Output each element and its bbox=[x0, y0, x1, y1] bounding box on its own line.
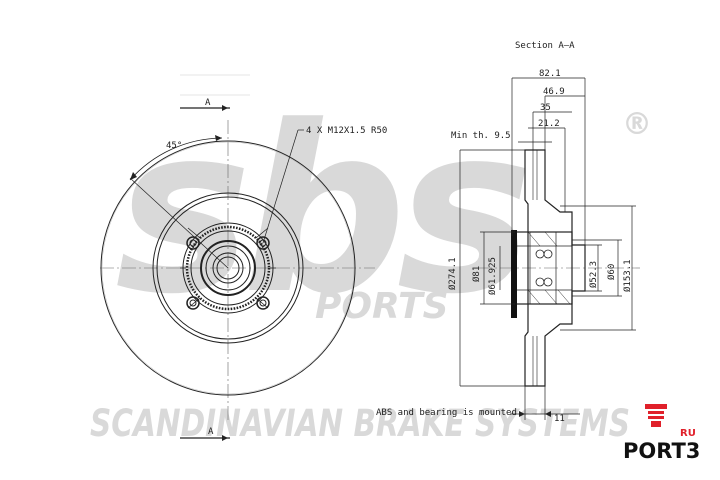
dim-52-3: Ø52.3 bbox=[588, 261, 599, 288]
angle-arc bbox=[129, 137, 223, 181]
sbs-watermark-sub: PORTS bbox=[315, 286, 449, 327]
thread-label: 4 X M12X1.5 R50 bbox=[306, 126, 387, 136]
dim-60: Ø60 bbox=[606, 264, 617, 280]
bearing-race bbox=[205, 245, 251, 291]
dim-21-2: 21.2 bbox=[538, 119, 560, 129]
dim-11: 11 bbox=[554, 414, 565, 424]
bolt-hole bbox=[186, 236, 200, 250]
dim-46-9: 46.9 bbox=[543, 87, 565, 97]
bolt-holes bbox=[186, 236, 270, 310]
abs-ring-inner bbox=[190, 230, 266, 306]
bolt-hole-inner bbox=[259, 299, 267, 307]
angle-leg-diag bbox=[129, 177, 229, 269]
bolt-hole bbox=[186, 296, 200, 310]
angle-arrowhead bbox=[130, 172, 137, 180]
port3-logo: PORT3 RU bbox=[623, 404, 700, 463]
abs-ring-section bbox=[511, 230, 517, 318]
bearing-bore bbox=[216, 256, 240, 280]
dim-35: 35 bbox=[540, 103, 551, 113]
logo-piston-cap bbox=[645, 404, 667, 409]
abs-ring-teeth bbox=[185, 225, 271, 311]
section-marker-bottom: A bbox=[208, 427, 214, 437]
section-view bbox=[459, 77, 640, 420]
abs-note: ABS and bearing is mounted bbox=[376, 408, 517, 418]
vertical-dimensions bbox=[459, 149, 636, 387]
bolt-hole bbox=[256, 236, 270, 250]
front-view bbox=[100, 74, 375, 441]
top-dimensions bbox=[511, 77, 586, 245]
section-title: Section A–A bbox=[515, 41, 575, 51]
brand-name: PORT3 bbox=[623, 439, 700, 463]
dim-153-1: Ø153.1 bbox=[622, 259, 633, 292]
bearing-ball bbox=[535, 249, 545, 259]
angle-label: 45° bbox=[166, 141, 182, 151]
brand-suffix: RU bbox=[680, 428, 696, 439]
hub-ribs bbox=[180, 227, 276, 309]
bearing-ball bbox=[535, 277, 545, 287]
dim-82-1: 82.1 bbox=[539, 69, 561, 79]
bolt-hole-inner bbox=[189, 239, 197, 247]
bolt-hole-inner bbox=[189, 299, 197, 307]
angle-arrowhead bbox=[215, 135, 222, 141]
hat-edge bbox=[156, 196, 300, 340]
thread-leader bbox=[262, 129, 299, 244]
watermark-tagline: SCANDINAVIAN BRAKE SYSTEMS bbox=[90, 402, 630, 445]
min-thickness-label: Min th. 9.5 bbox=[451, 131, 511, 141]
bearing-ball bbox=[543, 277, 553, 287]
dim-61-925: Ø61.925 bbox=[487, 257, 498, 295]
bolt-hole bbox=[256, 296, 270, 310]
disc-profile bbox=[524, 149, 586, 387]
dim-274-1: Ø274.1 bbox=[447, 257, 458, 290]
bearing-outer bbox=[200, 240, 256, 296]
hat-outer-edge bbox=[152, 192, 304, 344]
disc-outer-edge bbox=[100, 140, 356, 396]
bolt-hole-inner bbox=[259, 239, 267, 247]
bearing-inner bbox=[212, 252, 244, 284]
bearing-ball bbox=[543, 249, 553, 259]
disc-outer-edge-inner bbox=[101, 141, 355, 395]
section-hatching bbox=[527, 231, 571, 305]
registered-mark: ® bbox=[622, 107, 652, 142]
dim-81: Ø81 bbox=[471, 266, 482, 282]
section-marker-top: A bbox=[205, 98, 211, 108]
